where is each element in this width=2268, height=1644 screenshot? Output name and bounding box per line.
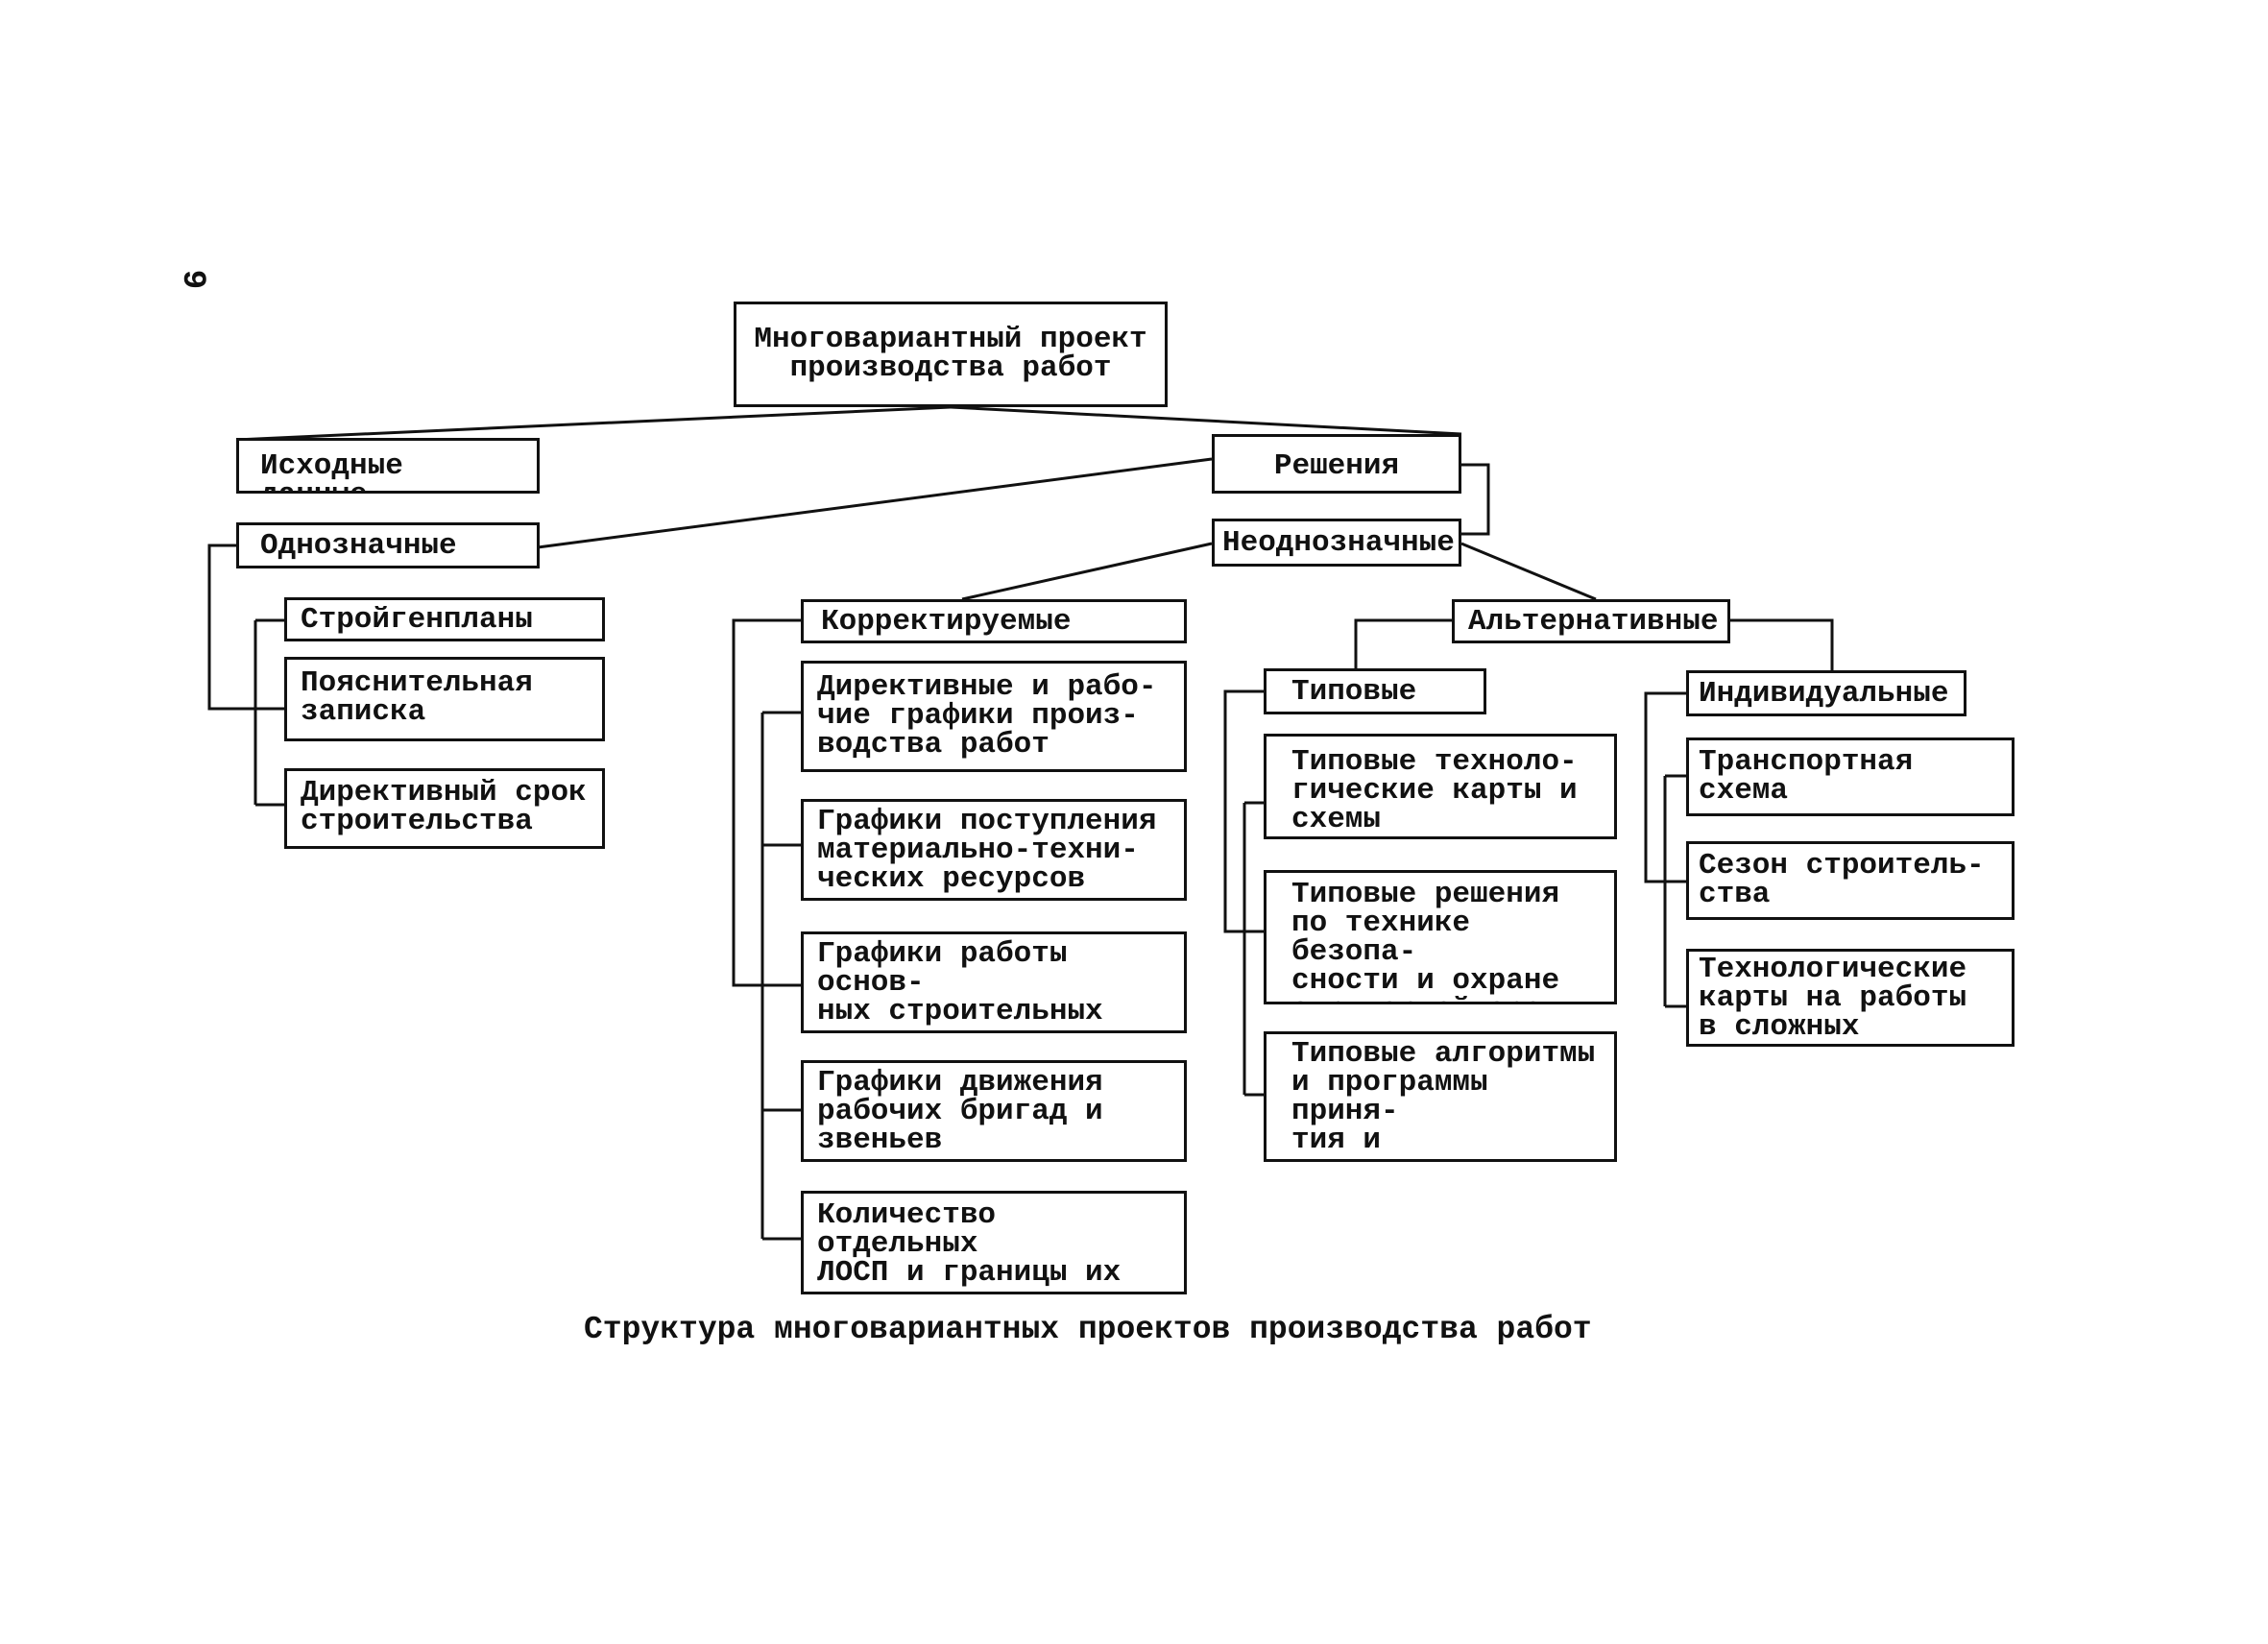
directive-schedules-box: Директивные и рабо- чие графики произ- в… — [801, 661, 1187, 772]
input-data-box: Исходные данные — [236, 438, 540, 494]
machine-schedules-box: Графики работы основ- ных строительных м… — [801, 931, 1187, 1033]
construction-season-box: Сезон строитель- ства — [1686, 841, 2015, 920]
brigade-schedules-box: Графики движения рабочих бригад и звенье… — [801, 1060, 1187, 1162]
connector-decisions-unambiguous — [537, 457, 1213, 549]
alternative-box: Альтернативные — [1452, 599, 1730, 643]
connector-ambiguous-adjustable — [961, 542, 1213, 601]
typical-algorithms-box: Типовые алгоритмы и программы приня- тия… — [1264, 1031, 1617, 1162]
connector-root-input — [235, 405, 952, 442]
diagram-caption: Структура многовариантных проектов произ… — [584, 1312, 1592, 1347]
individual-box: Индивидуальные — [1686, 670, 1966, 716]
site-plans-box: Стройгенпланы — [284, 597, 605, 641]
supply-schedules-box: Графики поступления материально-техни- ч… — [801, 799, 1187, 901]
directive-term-box: Директивный срок строительства — [284, 768, 605, 849]
typical-safety-box: Типовые решения по технике безопа- сност… — [1264, 870, 1617, 1004]
explanatory-note-box: Пояснительная записка — [284, 657, 605, 741]
losp-count-box: Количество отдельных ЛОСП и границы их о… — [801, 1191, 1187, 1294]
bracket-adjustable — [732, 618, 801, 987]
decisions-box: Решения — [1212, 434, 1461, 494]
typical-box: Типовые — [1264, 668, 1486, 714]
adjustable-box: Корректируемые — [801, 599, 1187, 643]
transport-scheme-box: Транспортная схема — [1686, 737, 2015, 816]
connector-decisions-ambiguous — [1461, 463, 1490, 536]
complex-tech-cards-box: Технологические карты на работы в сложны… — [1686, 949, 2015, 1047]
connector-ambiguous-alternative — [1460, 542, 1597, 601]
bracket-unambiguous — [207, 544, 255, 711]
ambiguous-box: Неоднозначные — [1212, 519, 1461, 567]
bracket-alternative-right — [1728, 618, 1834, 672]
typical-tech-cards-box: Типовые техноло- гические карты и схемы — [1264, 734, 1617, 839]
unambiguous-box: Однозначные — [236, 522, 540, 568]
bracket-alternative-left — [1354, 618, 1452, 670]
connector-root-decisions — [950, 405, 1462, 436]
root-box: Многовариантный проект производства рабо… — [734, 302, 1168, 407]
